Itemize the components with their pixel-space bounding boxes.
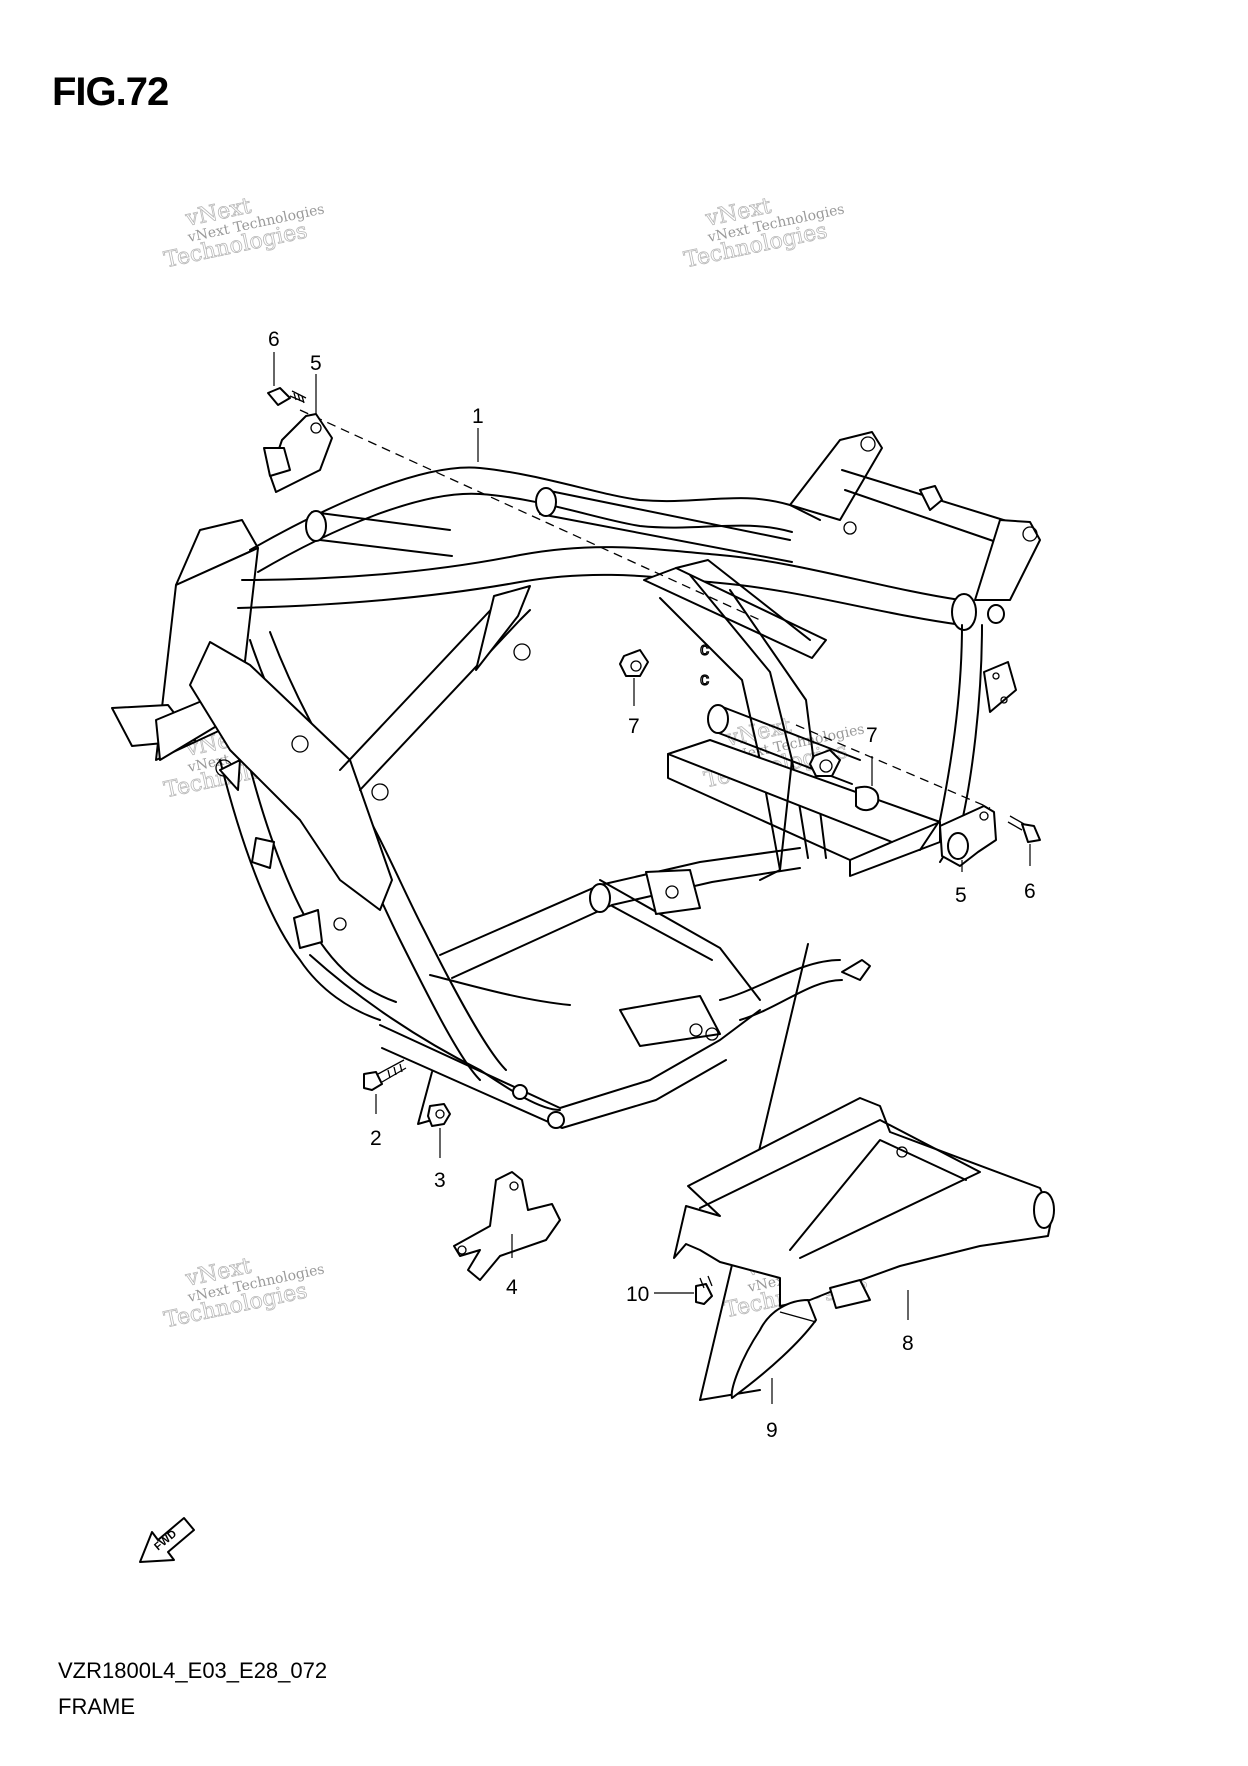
part-6-bolt-right	[1007, 815, 1041, 843]
part-6-bolt-top	[267, 387, 307, 406]
diagram-code: VZR1800L4_E03_E28_072	[58, 1658, 328, 1683]
callout-4: 4	[506, 1234, 518, 1299]
part-8-lower-guard	[673, 943, 1055, 1401]
callout-7-right: 7	[866, 724, 878, 786]
svg-text:c: c	[700, 639, 709, 659]
callout-6-top: 6	[268, 328, 280, 386]
svg-text:5: 5	[310, 352, 322, 375]
svg-text:8: 8	[902, 1332, 914, 1355]
svg-text:6: 6	[268, 328, 280, 351]
callout-7-left: 7	[628, 678, 640, 738]
svg-text:7: 7	[866, 724, 878, 747]
callout-2: 2	[370, 1094, 382, 1150]
svg-text:10: 10	[626, 1283, 649, 1306]
svg-text:5: 5	[955, 884, 967, 907]
callout-10: 10	[626, 1283, 694, 1306]
callout-8: 8	[902, 1290, 914, 1355]
figure-title: FIG.72	[52, 70, 169, 114]
diagram-name: FRAME	[58, 1694, 135, 1719]
callout-5-right: 5	[955, 860, 967, 907]
svg-text:3: 3	[434, 1169, 446, 1192]
part-4-bracket	[453, 1171, 561, 1281]
part-7-grommet-right	[809, 749, 880, 812]
assembly-dashed-lines	[299, 409, 991, 809]
svg-text:9: 9	[766, 1419, 778, 1442]
svg-text:1: 1	[472, 405, 484, 428]
svg-text:2: 2	[370, 1127, 382, 1150]
part-2-bolt	[363, 1059, 407, 1091]
svg-text:c: c	[700, 669, 709, 689]
part-5-bracket-right	[939, 805, 997, 867]
part-10-bolt	[695, 1275, 713, 1305]
svg-text:7: 7	[628, 715, 640, 738]
svg-text:4: 4	[506, 1276, 518, 1299]
part-5-bracket-top	[263, 413, 333, 493]
fwd-arrow: FWD	[139, 1517, 195, 1563]
callout-5-top: 5	[310, 352, 322, 414]
main-frame: c c	[111, 431, 1041, 1129]
part-9-cover	[730, 1299, 817, 1399]
callout-3: 3	[434, 1128, 446, 1192]
callout-6-right: 6	[1024, 844, 1036, 903]
callout-9: 9	[766, 1378, 778, 1442]
part-7-grommet-left	[619, 649, 649, 677]
callout-1: 1	[472, 405, 484, 462]
part-3-nut	[417, 1071, 451, 1127]
svg-text:6: 6	[1024, 880, 1036, 903]
